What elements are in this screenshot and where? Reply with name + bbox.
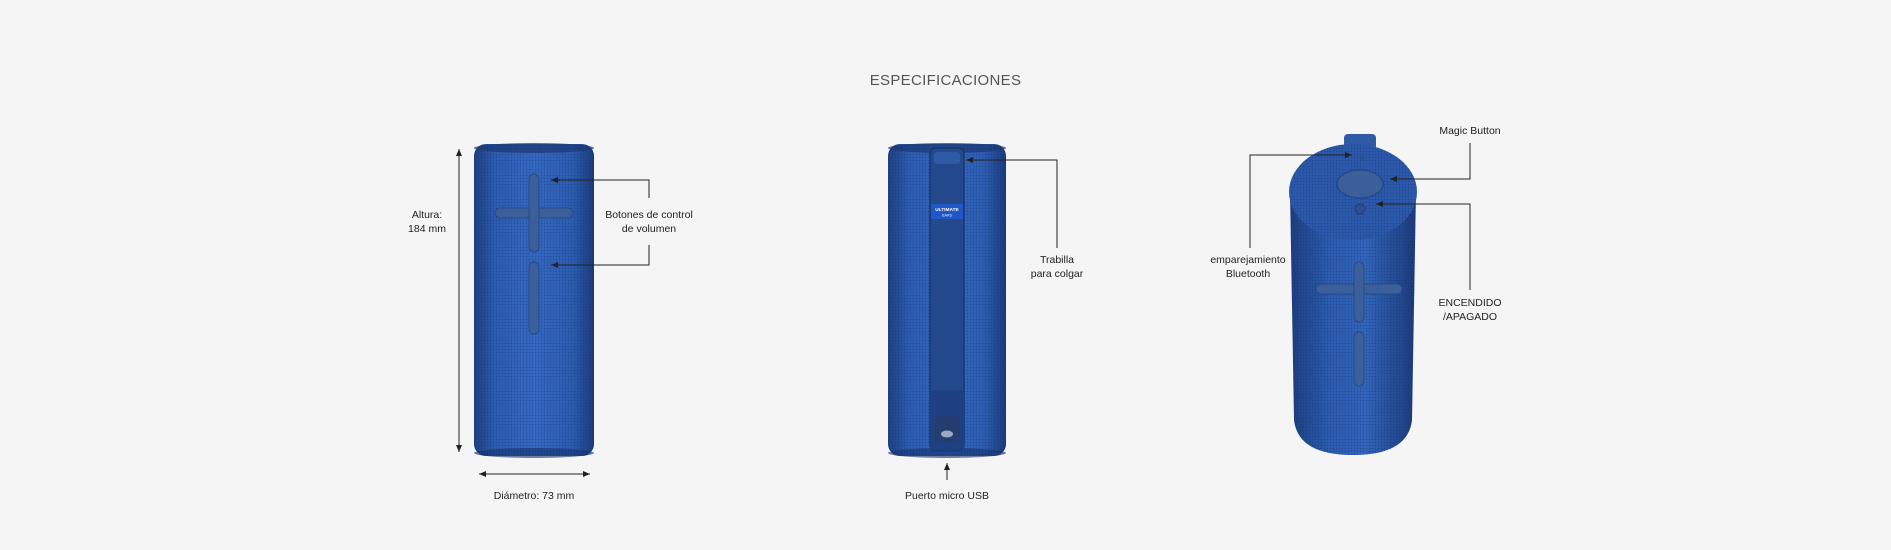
- volume-up-leader: [551, 177, 650, 198]
- power-label-line2: /APAGADO: [1442, 311, 1498, 323]
- power-button: [1354, 203, 1366, 215]
- power-label: ENCENDIDO /APAGADO: [1420, 296, 1520, 324]
- diameter-label: Diámetro: 73 mm: [493, 490, 575, 502]
- strap-label-line1: Trabilla: [1039, 254, 1075, 266]
- brand-badge-text-1: ULTIMATE: [935, 207, 959, 213]
- volume-buttons-label-line1: Botones de control: [605, 209, 693, 221]
- volume-down-button: [528, 261, 540, 335]
- page-title: ESPECIFICACIONES: [869, 72, 1022, 89]
- volume-buttons-label: Botones de control de volumen: [594, 208, 704, 236]
- usb-port-label: Puerto micro USB: [904, 490, 990, 502]
- volume-up-button: [494, 173, 574, 253]
- magic-button: [1336, 169, 1384, 199]
- top-view-volume-up: [1315, 261, 1403, 323]
- strap-label: Trabilla para colgar: [1017, 253, 1097, 281]
- bluetooth-pairing-label-line2: Bluetooth: [1225, 268, 1271, 280]
- top-view-volume-down: [1353, 331, 1365, 387]
- power-label-line1: ENCENDIDO: [1438, 297, 1502, 309]
- bluetooth-pairing-label: emparejamiento Bluetooth: [1198, 253, 1298, 281]
- height-label: Altura: 184 mm: [397, 208, 457, 236]
- bluetooth-pairing-leader: [1249, 152, 1352, 248]
- magic-button-leader: [1390, 143, 1471, 182]
- strap-label-line2: para colgar: [1030, 268, 1084, 280]
- power-button-leader: [1376, 201, 1471, 290]
- height-label-line2: 184 mm: [408, 223, 446, 235]
- usb-port-cover: [934, 416, 960, 442]
- height-label-line1: Altura:: [411, 209, 443, 221]
- speaker-top-view: [1289, 134, 1417, 455]
- strap-leader: [966, 157, 1058, 248]
- volume-down-leader: [551, 245, 650, 268]
- volume-buttons-label-line2: de volumen: [621, 223, 677, 235]
- bluetooth-pairing-label-line1: emparejamiento: [1210, 254, 1286, 266]
- speaker-back-view: ULTIMATE EARS: [888, 143, 1006, 458]
- speaker-front-view: [474, 143, 594, 458]
- magic-button-label: Magic Button: [1439, 125, 1501, 137]
- bluetooth-pairing-button: [1359, 155, 1365, 161]
- brand-badge: [931, 204, 963, 219]
- brand-badge-text-2: EARS: [942, 214, 952, 218]
